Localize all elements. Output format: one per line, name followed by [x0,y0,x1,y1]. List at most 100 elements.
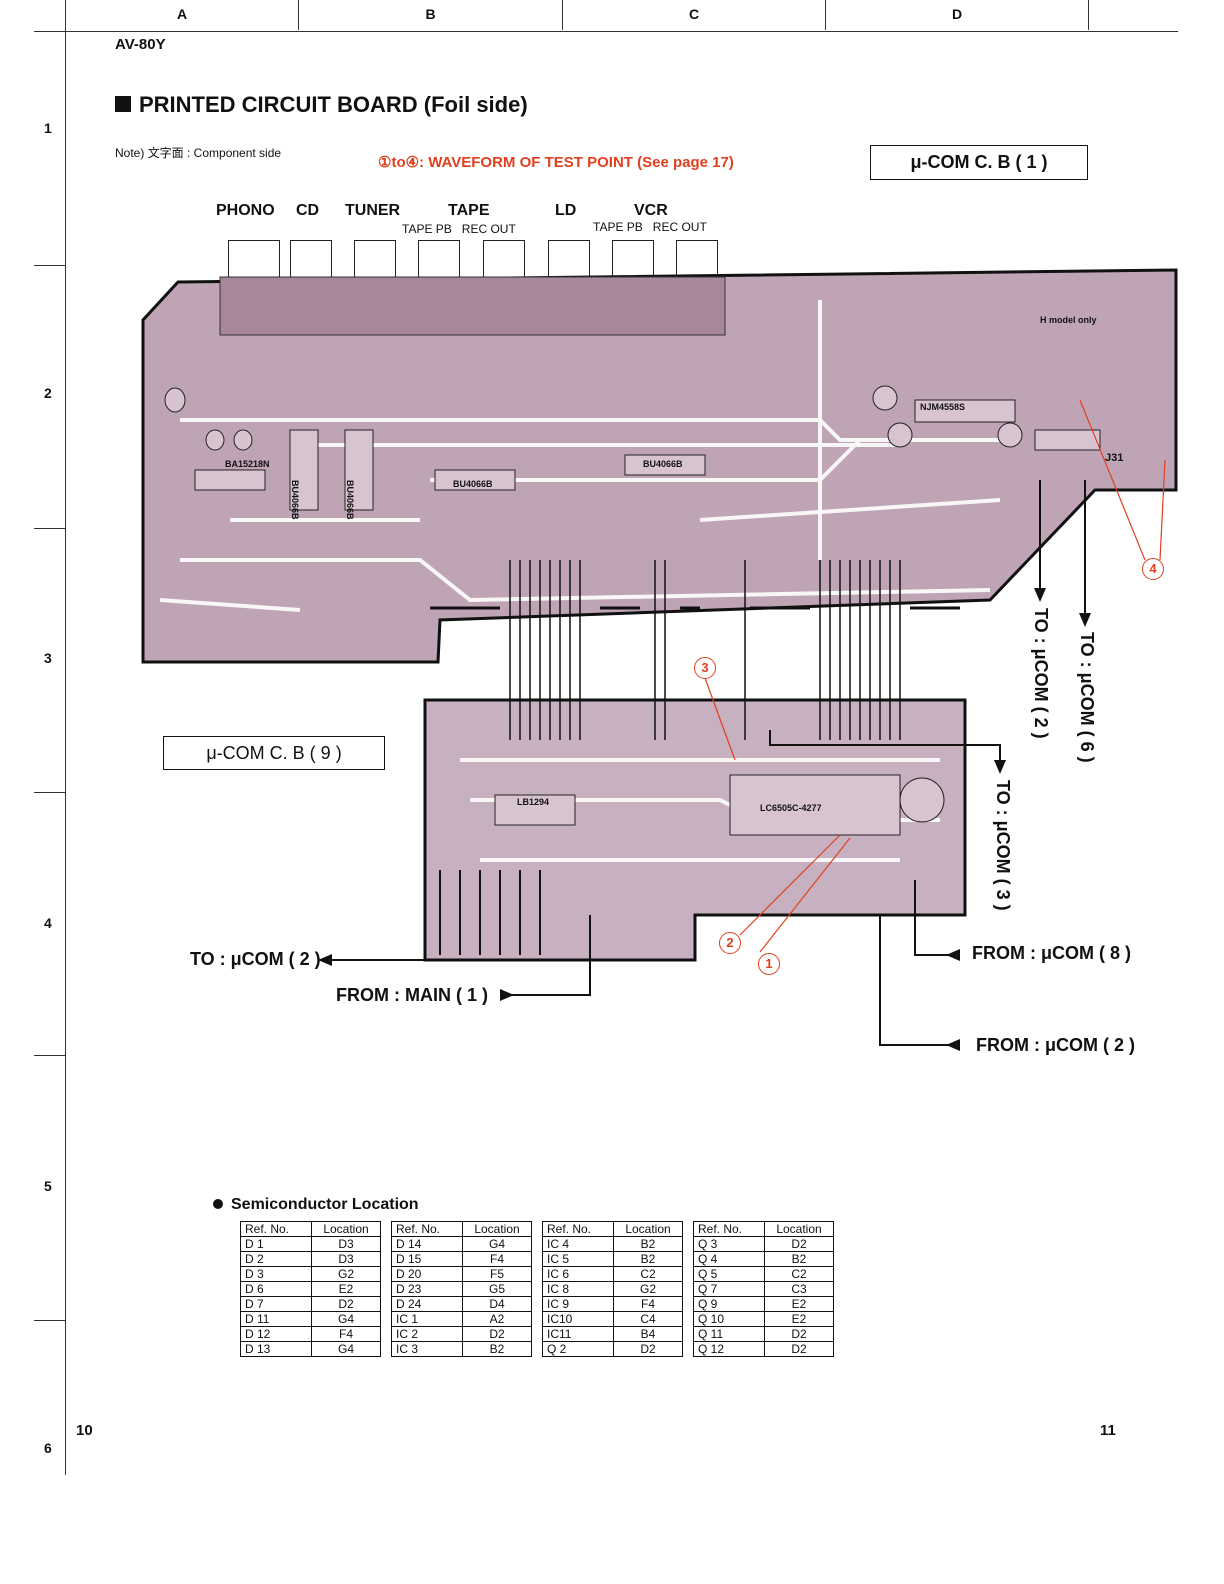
location-cell: G2 [311,1266,381,1282]
location-cell: B2 [613,1251,683,1267]
connector-wires [509,560,901,740]
grid-col-a: A [66,0,299,30]
left-border [65,0,66,1475]
arrow-to-ucom2-right: TO : μCOM ( 2 ) [1031,608,1051,739]
semiconductor-heading-text: Semiconductor Location [231,1196,419,1213]
location-cell: D4 [462,1296,532,1312]
row-tick [34,1320,66,1321]
ref-cell: IC11 [542,1326,614,1342]
arrow-to-ucom3: TO : μCOM ( 3 ) [993,780,1013,911]
ref-cell: D 7 [240,1296,312,1312]
component-side-note: Note) 文字面 : Component side [115,146,282,160]
row-1: 1 [44,120,52,136]
ref-cell: Q 3 [693,1236,765,1252]
location-cell: D2 [764,1326,834,1342]
table-header-row: Ref. No.Location [693,1221,834,1237]
vcr-sub-label: TAPE PB REC OUT [593,220,707,234]
ic3-label: BU4066B [290,480,300,520]
grid-col-d: D [826,0,1089,30]
ref-cell: D 1 [240,1236,312,1252]
ref-cell: IC 4 [542,1236,614,1252]
ref-cell: D 24 [391,1296,463,1312]
location-cell: E2 [311,1281,381,1297]
location-cell: D3 [311,1251,381,1267]
ref-cell: D 23 [391,1281,463,1297]
location-cell: E2 [764,1296,834,1312]
row-6: 6 [44,1440,52,1456]
test-point-leaders [704,399,1166,953]
components [164,385,1101,836]
location-cell: B2 [462,1341,532,1357]
jack-connector [483,240,525,278]
tape-sub-label: TAPE PB REC OUT [402,222,516,236]
ref-cell: Q 10 [693,1311,765,1327]
row-3: 3 [44,650,52,666]
ref-cell: Q 11 [693,1326,765,1342]
arrow-from-main1: FROM : MAIN ( 1 ) [336,985,488,1005]
table-header-row: Ref. No.Location [391,1221,532,1237]
arrow-to-ucom6: TO : μCOM ( 6 ) [1077,632,1097,763]
location-cell: G4 [311,1311,381,1327]
break-line [430,606,960,702]
grid-col-b: B [299,0,563,30]
test-point-4: 4 [1142,558,1164,580]
h-model-label: H model only [1040,315,1097,325]
ic4-label: BU4066B [345,480,355,520]
jack-connector [228,240,280,278]
jack-strip [219,276,726,336]
location-cell: D2 [764,1236,834,1252]
jack-label-ld: LD [555,202,577,219]
row-4: 4 [44,915,52,931]
top-rule [34,31,1178,32]
ref-cell: D 12 [240,1326,312,1342]
jack-connector [612,240,654,278]
location-cell: E2 [764,1311,834,1327]
location-cell: G2 [613,1281,683,1297]
ref-cell: D 15 [391,1251,463,1267]
jack-connector [418,240,460,278]
jack-label-vcr: VCR [634,202,668,219]
ref-cell: IC 5 [542,1251,614,1267]
location-cell: G5 [462,1281,532,1297]
row-tick [34,528,66,529]
ref-cell: Q 12 [693,1341,765,1357]
table-header-row: Ref. No.Location [542,1221,683,1237]
location-cell: D2 [613,1341,683,1357]
location-cell: G4 [462,1236,532,1252]
ref-cell: Q 4 [693,1251,765,1267]
column-header-location: Location [462,1221,532,1237]
test-point-2: 2 [719,932,741,954]
location-cell: C2 [613,1266,683,1282]
location-cell: B4 [613,1326,683,1342]
page-number-left: 10 [76,1422,93,1439]
location-cell: D2 [462,1326,532,1342]
page-title: PRINTED CIRCUIT BOARD (Foil side) [115,92,528,118]
jack-connector [676,240,718,278]
